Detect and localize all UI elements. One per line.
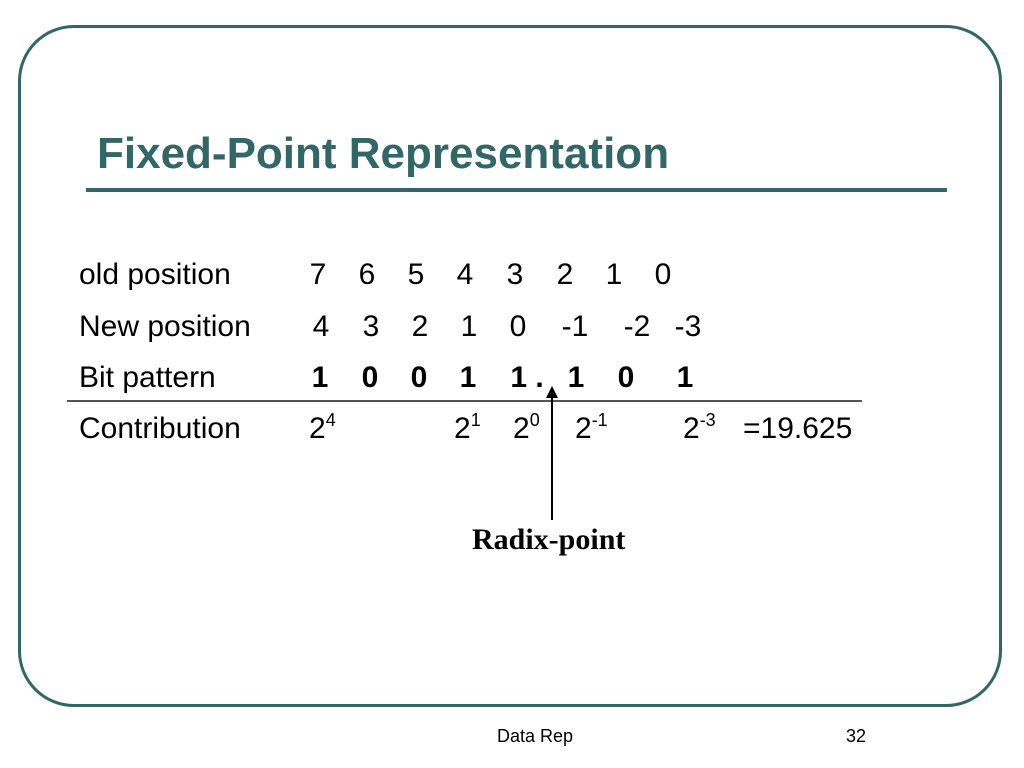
power-term: 2-1: [575, 410, 608, 445]
bit-pattern-label: Bit pattern: [79, 361, 216, 394]
table-divider: [67, 400, 862, 402]
power-term: 2-3: [683, 410, 716, 445]
new-position-value: -3: [674, 310, 702, 343]
bit-value: 0: [361, 361, 379, 394]
bit-value: 1: [459, 361, 477, 394]
page-number: 32: [846, 726, 867, 746]
new-position-value: 0: [509, 310, 527, 343]
old-position-value: 6: [358, 258, 376, 291]
new-position-value: 4: [312, 310, 330, 343]
new-position-value: -1: [561, 310, 589, 343]
new-position-label: New position: [79, 310, 251, 343]
bit-value: 0: [410, 361, 428, 394]
title-underline: [86, 188, 947, 192]
old-position-label: old position: [79, 258, 231, 291]
power-term: 20: [513, 410, 540, 445]
old-position-value: 2: [556, 258, 574, 291]
contribution-label: Contribution: [79, 412, 241, 445]
bit-value: 1: [567, 361, 585, 394]
old-position-value: 3: [506, 258, 524, 291]
new-position-value: 3: [362, 310, 380, 343]
old-position-value: 4: [456, 258, 474, 291]
radix-arrow: [551, 392, 553, 520]
bit-value: 1: [311, 361, 329, 394]
old-position-value: 1: [605, 258, 623, 291]
bit-value: 1: [676, 361, 694, 394]
new-position-value: -2: [623, 310, 651, 343]
bit-value: 1 .: [510, 361, 544, 394]
slide-title: Fixed-Point Representation: [97, 129, 670, 178]
old-position-value: 7: [309, 258, 327, 291]
slide-frame: [18, 25, 1002, 707]
contribution-result: =19.625: [743, 412, 853, 445]
new-position-value: 2: [411, 310, 429, 343]
radix-point-label: Radix-point: [472, 523, 626, 556]
old-position-value: 0: [654, 258, 672, 291]
power-term: 24: [309, 410, 336, 445]
power-term: 21: [454, 410, 481, 445]
footer-text: Data Rep: [497, 726, 574, 746]
bit-value: 0: [617, 361, 635, 394]
old-position-value: 5: [407, 258, 425, 291]
new-position-value: 1: [460, 310, 478, 343]
